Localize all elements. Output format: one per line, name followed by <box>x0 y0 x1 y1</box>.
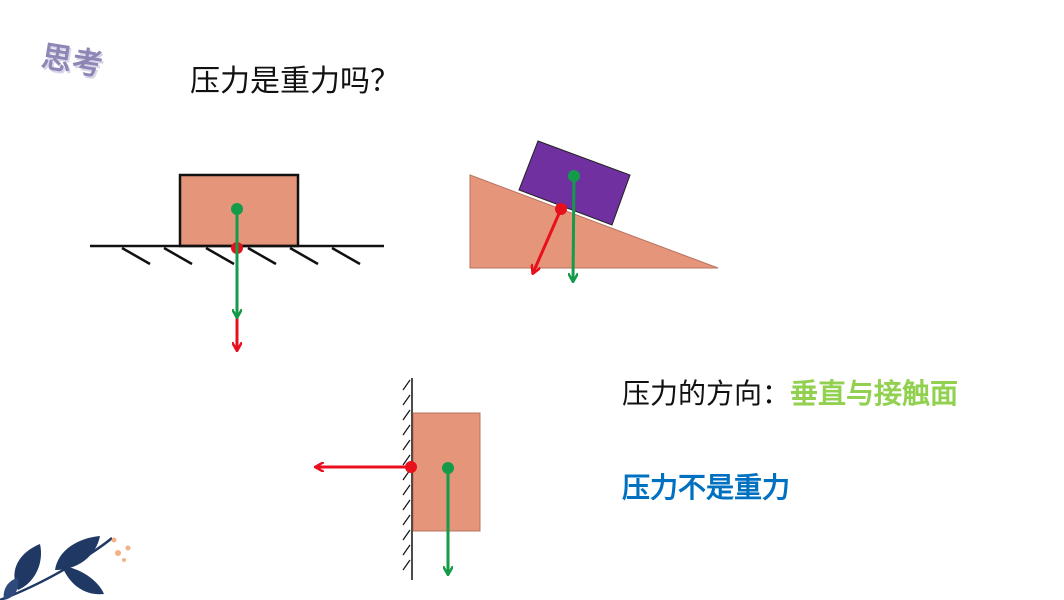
diagram-horizontal-surface <box>90 173 384 350</box>
incline-ramp <box>469 174 719 269</box>
pressure-point-incline <box>555 203 567 215</box>
direction-highlight: 垂直与接触面 <box>790 377 959 410</box>
diagram-vertical-wall <box>316 378 481 580</box>
diagram-inclined-plane <box>469 140 719 281</box>
leaf-branch-icon <box>0 536 131 600</box>
ground-hatching <box>121 246 361 266</box>
wall-hatching <box>402 379 411 571</box>
gravity-arrow-incline <box>573 175 574 281</box>
center-of-gravity-ground <box>231 203 243 215</box>
pressure-direction-note: 压力的方向：垂直与接触面 <box>622 372 958 412</box>
pressure-point-wall <box>405 461 417 473</box>
conclusion-note: 压力不是重力 <box>622 471 791 504</box>
direction-prefix: 压力的方向： <box>622 377 791 410</box>
center-of-gravity-incline <box>568 170 580 182</box>
center-of-gravity-wall <box>442 462 454 474</box>
pressure-arrow-incline <box>533 208 563 273</box>
question-title: 压力是重力吗？ <box>190 64 400 99</box>
